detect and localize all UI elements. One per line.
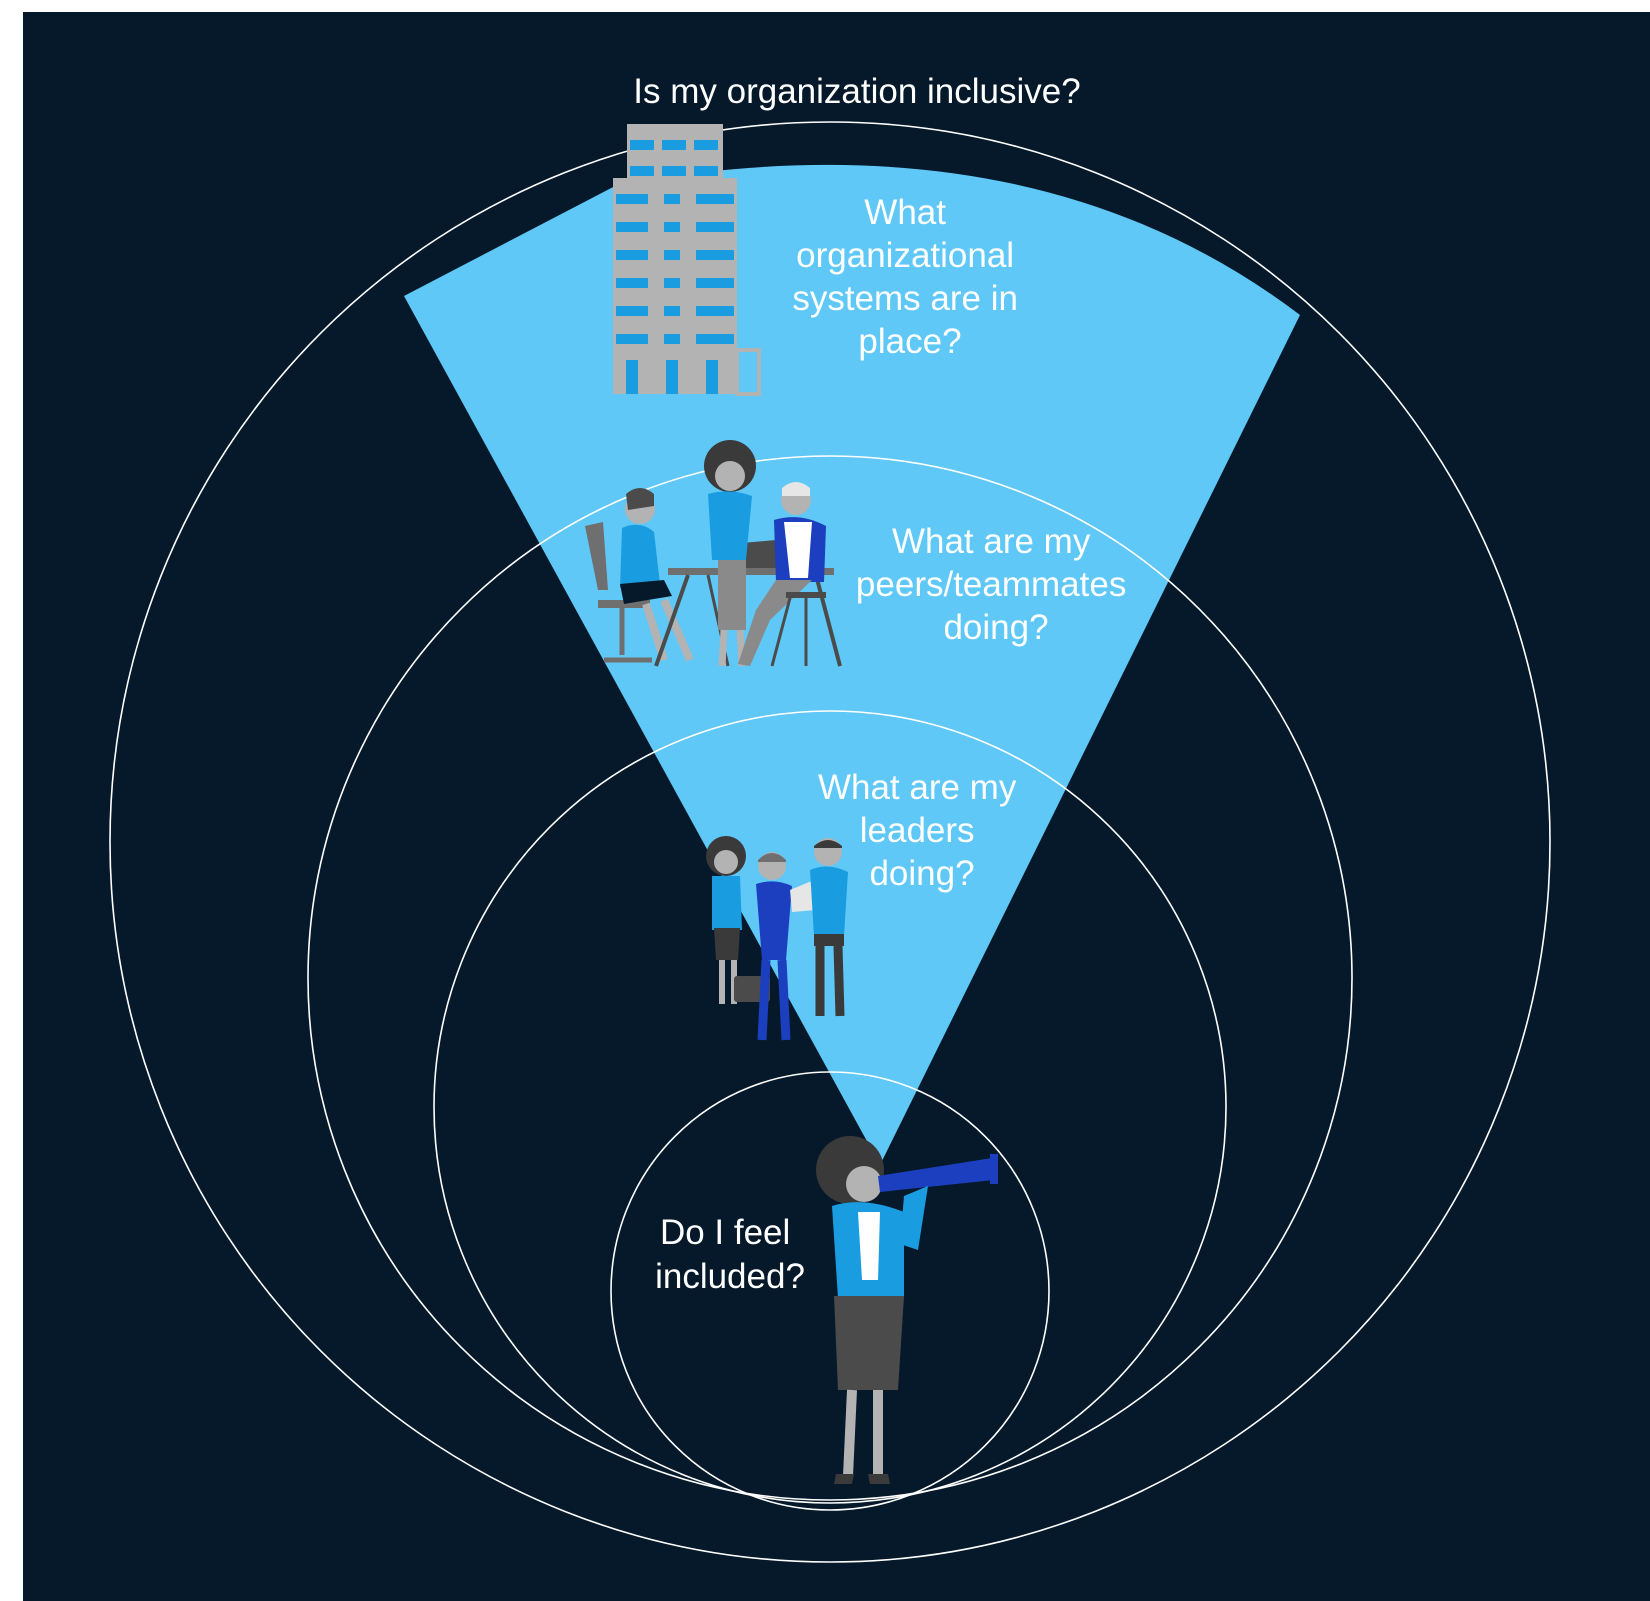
focus-beam [404,164,1300,1166]
label-line: included? [655,1257,805,1296]
leaders-group-icon [706,836,848,1041]
diagram-title: Is my organization inclusive? [633,72,1080,111]
label-line: organizational [796,236,1014,275]
label-line: What [864,193,946,232]
team-meeting-icon [585,440,842,667]
ring-self [610,1071,1050,1511]
ring-label-peers: What are my peers/teammates doing? [856,522,1136,647]
ring-leaders [433,710,1227,1504]
label-line: Do I feel [660,1213,790,1252]
ring-label-self: Do I feel included? [655,1213,805,1296]
ring-peers [307,455,1353,1501]
label-line: What are my [818,768,1017,807]
label-line: peers/teammates [856,565,1126,604]
office-building-icon [613,124,761,396]
label-line: doing? [869,854,974,893]
ring-label-leaders: What are my leaders doing? [818,768,1026,893]
label-line: What are my [892,522,1091,561]
label-line: place? [858,322,961,361]
label-line: doing? [943,608,1048,647]
label-line: systems are in [792,279,1018,318]
rings [109,121,1551,1563]
woman-with-telescope-icon [816,1136,998,1484]
label-line: leaders [860,811,975,850]
ring-organization [109,121,1551,1563]
ring-label-organization: What organizational systems are in place… [792,193,1027,361]
